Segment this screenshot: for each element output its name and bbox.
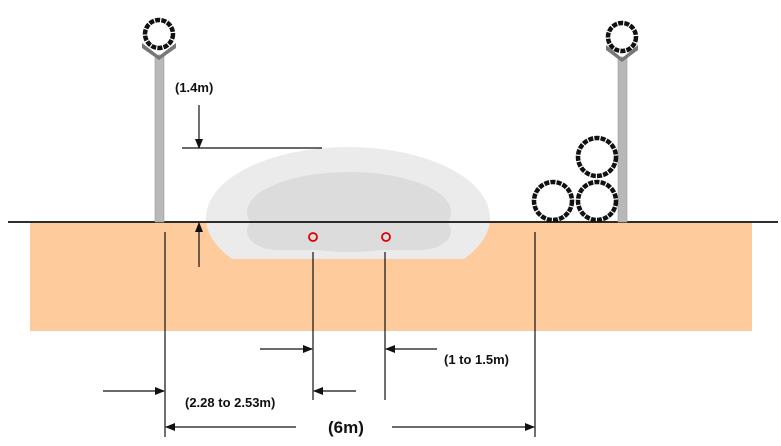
conductor-right [381,232,391,242]
height-dimension [182,105,322,267]
left-pole [142,17,176,223]
right-pole [605,20,639,223]
conductor-left [308,232,318,242]
offset-label: (2.28 to 2.53m) [185,395,275,410]
spacing-label: (1 to 1.5m) [444,352,509,367]
width-label: (6m) [328,418,364,437]
height-label: (1.4m) [175,80,213,95]
pipe-stack [531,135,619,223]
